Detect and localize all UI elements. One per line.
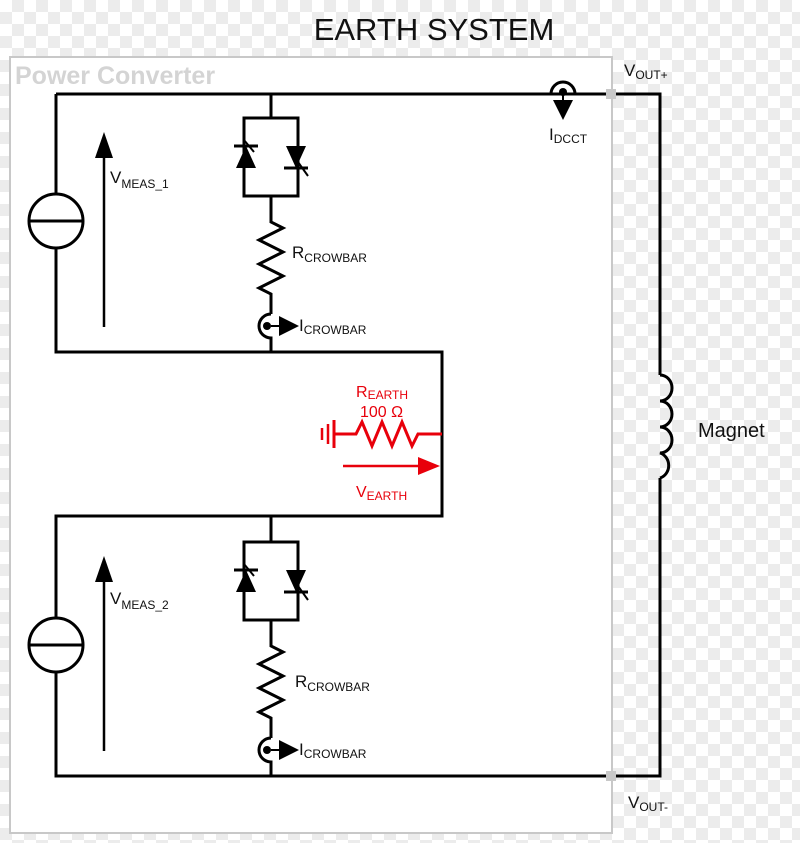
bottom-thyristor-block [242, 540, 300, 622]
vmeas1-label: VMEAS_1 [110, 168, 169, 191]
vout-plus-label: VOUT+ [624, 61, 668, 82]
rearth-resistor [334, 418, 442, 450]
vearth-label: VEARTH [356, 484, 407, 503]
icrowbar-bottom-label: ICROWBAR [299, 740, 367, 761]
idcct-label: IDCCT [549, 125, 588, 146]
rearth-value: 100 Ω [360, 404, 403, 421]
top-main-wire [56, 92, 662, 375]
vout-minus-label: VOUT- [628, 793, 668, 814]
voltage-source-top [27, 192, 85, 250]
voltage-source-bottom [27, 616, 85, 674]
icrowbar-bottom-sensor [257, 736, 273, 776]
rearth-label: REARTH [356, 384, 408, 402]
magnet-inductor [659, 373, 674, 480]
diagram-title: EARTH SYSTEM [314, 12, 555, 47]
top-source-loop-wire [54, 94, 662, 778]
vout-plus-terminal [606, 89, 616, 99]
vout-minus-terminal [606, 771, 616, 781]
vmeas1-arrow-head [95, 132, 113, 158]
idcct-dot [559, 88, 567, 96]
vmeas2-label: VMEAS_2 [110, 589, 169, 612]
icrowbar-top-label: ICROWBAR [299, 316, 367, 337]
bottom-thyristor-right-icon [284, 570, 309, 601]
rcrowbar-top-resistor [255, 196, 287, 314]
top-thyristor-right-icon [284, 146, 309, 177]
bottom-thyristor-left-icon [234, 563, 258, 592]
magnet-label: Magnet [698, 420, 765, 442]
idcct-sensor [549, 80, 577, 95]
rcrowbar-top-label: RCROWBAR [292, 243, 367, 265]
top-thyristor-block [242, 116, 300, 198]
icrowbar-top-dot [263, 322, 271, 330]
power-converter-label: Power Converter [15, 62, 215, 90]
power-converter-box [9, 56, 613, 834]
rcrowbar-bottom-resistor [255, 620, 287, 738]
vearth-arrow-head [418, 457, 440, 475]
icrowbar-top-sensor [257, 312, 273, 352]
vmeas2-arrow-head [95, 556, 113, 582]
rcrowbar-bottom-label: RCROWBAR [295, 672, 370, 694]
icrowbar-bottom-dot [263, 746, 271, 754]
top-thyristor-left-icon [234, 139, 258, 168]
